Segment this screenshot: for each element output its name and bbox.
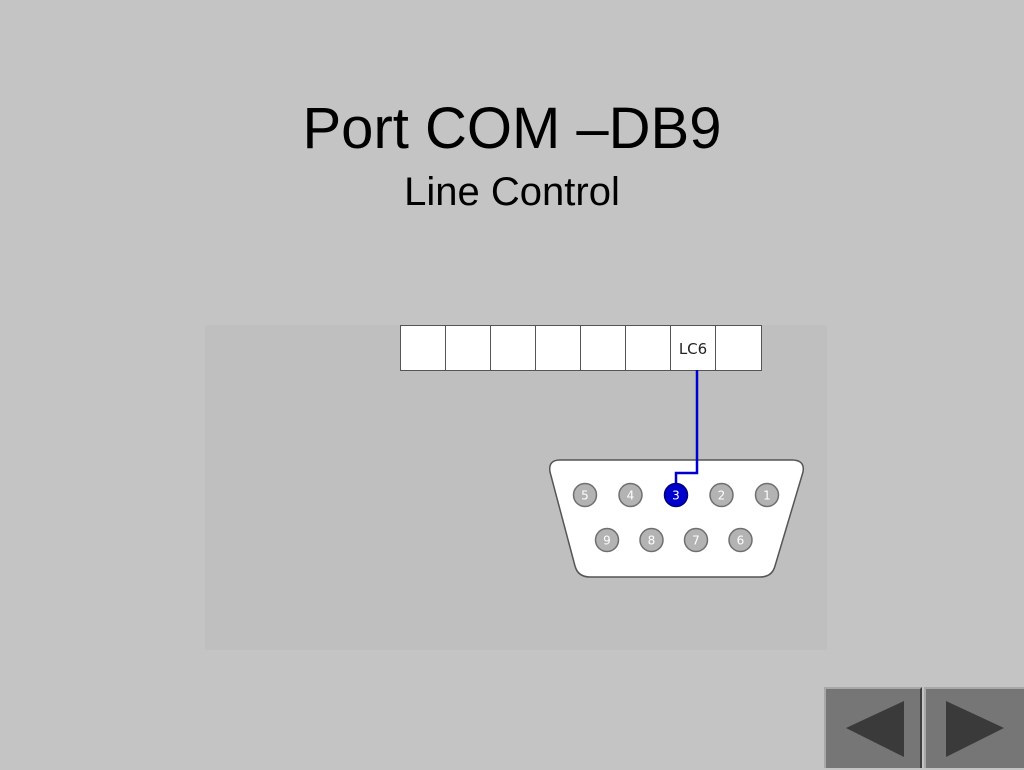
register-cell: [536, 326, 581, 370]
register-cell: [626, 326, 671, 370]
pin-5: [572, 482, 598, 508]
slide-subtitle: Line Control: [404, 170, 620, 214]
top-pin-row: 5 4 3 2 1: [572, 482, 780, 508]
slide-title: Port COM –DB9: [302, 96, 722, 161]
pin-8: [639, 527, 664, 553]
pin-9: [594, 527, 620, 553]
pin-6: [728, 527, 753, 553]
signal-wire: [674, 370, 699, 490]
bottom-pin-row: 9 8 7 6: [594, 527, 753, 553]
pin-label: 7: [692, 534, 700, 548]
pin-label: 3: [672, 489, 680, 503]
register-cell: [401, 326, 446, 370]
pin-label: 5: [581, 489, 589, 503]
pin-label: 6: [737, 534, 745, 548]
register-cell: [716, 326, 761, 370]
triangle-left-icon: [846, 701, 904, 757]
pin-label: 9: [603, 534, 611, 548]
register-cell: [491, 326, 536, 370]
triangle-right-icon: [946, 701, 1004, 757]
pin-label: 8: [648, 534, 656, 548]
previous-slide-button[interactable]: [824, 687, 922, 768]
line-control-register: LC6: [400, 325, 762, 371]
pin-7: [683, 527, 709, 553]
pin-3: [663, 482, 689, 508]
pin-label: 1: [763, 489, 771, 503]
pin-4: [618, 482, 643, 508]
pin-1: [754, 482, 780, 508]
register-cell: LC6: [671, 326, 716, 370]
register-cell: [446, 326, 491, 370]
register-cell: [581, 326, 626, 370]
pin-label: 4: [627, 489, 635, 503]
pin-2: [709, 482, 734, 508]
next-slide-button[interactable]: [924, 687, 1024, 768]
pin-label: 2: [718, 489, 726, 503]
